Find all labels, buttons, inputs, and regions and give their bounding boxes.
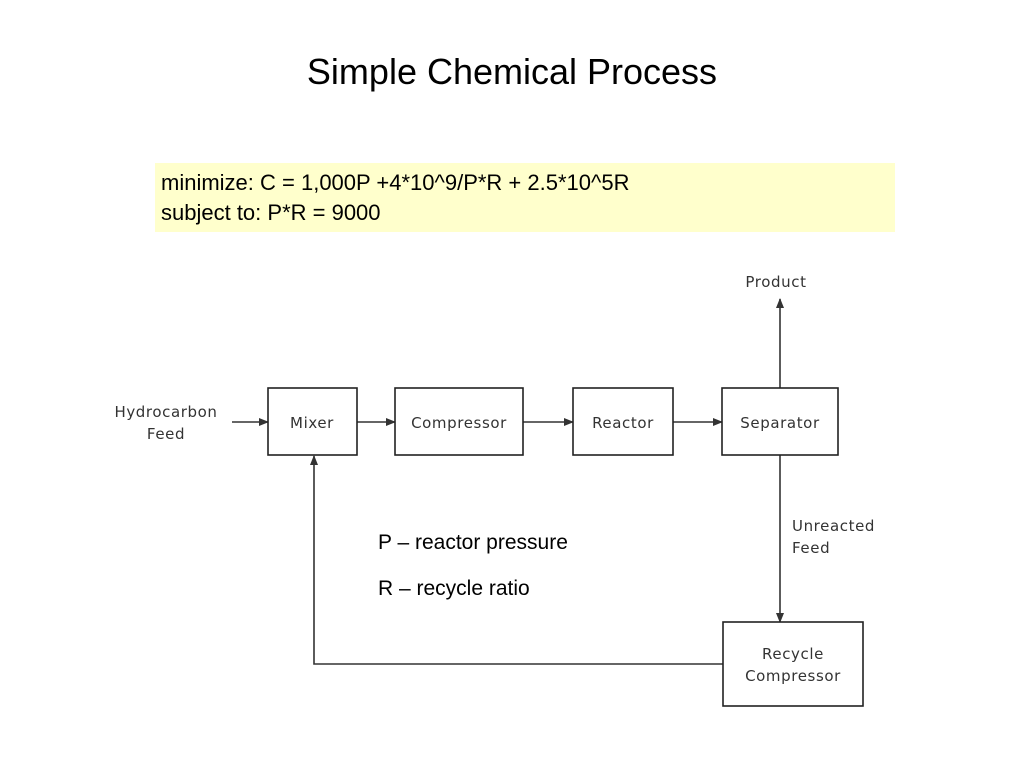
unreacted-label-line1: Unreacted <box>792 517 875 535</box>
legend-p: P – reactor pressure <box>378 531 568 554</box>
recycle-compressor-label-line2: Compressor <box>745 667 841 685</box>
optimization-formula-box: minimize: C = 1,000P +4*10^9/P*R + 2.5*1… <box>155 163 895 232</box>
recycle-compressor-node: Recycle Compressor <box>722 621 864 707</box>
objective-function: minimize: C = 1,000P +4*10^9/P*R + 2.5*1… <box>161 170 630 195</box>
recycle-compressor-label-line1: Recycle <box>762 645 824 663</box>
separator-label: Separator <box>740 414 820 432</box>
variable-legend: P – reactor pressure R – recycle ratio <box>378 520 568 612</box>
recycle-return-arrow <box>310 455 723 665</box>
product-label: Product <box>745 273 806 291</box>
reactor-label: Reactor <box>592 414 654 432</box>
legend-r: R – recycle ratio <box>378 577 530 600</box>
mixer-label: Mixer <box>290 414 334 432</box>
page-title: Simple Chemical Process <box>306 51 718 92</box>
unreacted-label-line2: Feed <box>792 539 830 557</box>
compressor-node: Compressor <box>394 387 524 456</box>
feed-label-line2: Feed <box>147 425 185 443</box>
separator-node: Separator <box>721 387 839 456</box>
feed-label-line1: Hydrocarbon <box>114 403 217 421</box>
compressor-label: Compressor <box>411 414 507 432</box>
reactor-node: Reactor <box>572 387 674 456</box>
constraint: subject to: P*R = 9000 <box>161 200 381 225</box>
mixer-node: Mixer <box>267 387 358 456</box>
